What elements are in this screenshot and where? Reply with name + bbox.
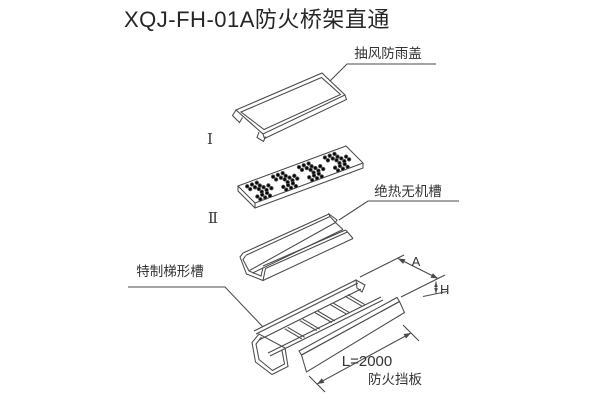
stage-marker-2: Ⅱ bbox=[208, 209, 218, 227]
tray-front-rail-bottom bbox=[269, 299, 384, 357]
h-extension-line-bottom bbox=[422, 290, 448, 298]
ladder-tray-drawing bbox=[251, 279, 406, 376]
channel-front-right-edge bbox=[345, 229, 354, 239]
ladder-rung bbox=[284, 326, 305, 340]
insulating-channel-leader-line bbox=[338, 200, 459, 221]
insulating-channel-drawing bbox=[239, 212, 354, 282]
a-dimension-line bbox=[397, 258, 439, 279]
trapezoid-channel-leader-line bbox=[128, 286, 264, 328]
length-dimension-label: L=2000 bbox=[342, 353, 392, 370]
cover-end-flap bbox=[231, 109, 243, 124]
l-dimension-line bbox=[316, 332, 412, 385]
channel-back-top-outer bbox=[242, 213, 330, 254]
insulating-channel-label: 绝热无机槽 bbox=[374, 184, 442, 199]
ladder-rung bbox=[314, 310, 336, 323]
tray-back-rail-bottom bbox=[258, 288, 362, 341]
channel-left-end-inner bbox=[242, 255, 264, 277]
diagram-linework bbox=[128, 63, 459, 393]
channel-front-top-inner bbox=[262, 229, 346, 267]
l-arrowhead-right bbox=[403, 333, 411, 339]
cover-inner-rim bbox=[239, 76, 342, 131]
perforated-plate-drawing bbox=[237, 145, 364, 209]
tray-back-rail-inner bbox=[255, 282, 359, 335]
diagram-title: XQJ-FH-01A防火桥架直通 bbox=[124, 7, 390, 32]
dimension-length bbox=[308, 324, 420, 393]
a-arrowhead-left bbox=[398, 258, 406, 264]
h-arrowhead-top bbox=[434, 281, 438, 287]
fire-baffle-drawing bbox=[298, 296, 406, 373]
dimension-width-a bbox=[359, 254, 446, 298]
channel-front-top-outer bbox=[265, 231, 348, 269]
width-dimension-label: A bbox=[412, 254, 421, 269]
l-arrowhead-left bbox=[317, 378, 325, 384]
stage-marker-1: Ⅰ bbox=[207, 130, 213, 148]
channel-floor-right-edge bbox=[335, 222, 344, 230]
tray-left-end-cap-outer bbox=[251, 333, 289, 376]
cover-leader-line bbox=[329, 63, 436, 82]
cover-label: 抽风防雨盖 bbox=[354, 46, 422, 61]
tray-left-end-cap-inner bbox=[255, 336, 286, 372]
ladder-rung bbox=[344, 294, 366, 307]
plate-holes bbox=[245, 151, 352, 202]
h-arrowhead-bottom bbox=[434, 288, 438, 294]
cover-edge-thickness bbox=[262, 94, 348, 140]
tray-back-rail-top bbox=[253, 279, 357, 332]
channel-floor-back-line bbox=[249, 222, 336, 271]
channel-right-end-cap bbox=[327, 212, 338, 224]
channel-bottom-front-edge bbox=[262, 238, 354, 281]
tray-back-rail-end-cap bbox=[355, 279, 366, 293]
cover-end-tab bbox=[256, 131, 266, 143]
tray-front-rail-top bbox=[267, 296, 382, 354]
fire-baffle-label: 防火挡板 bbox=[368, 372, 422, 387]
height-dimension-label: H bbox=[440, 282, 449, 297]
baffle-front-face bbox=[300, 300, 406, 373]
rain-cover-drawing bbox=[231, 72, 348, 143]
ladder-rung bbox=[299, 318, 320, 332]
ladder-rung bbox=[329, 302, 351, 315]
cover-outline bbox=[235, 72, 346, 135]
a-extension-line-left bbox=[359, 254, 405, 278]
channel-left-end-outer bbox=[239, 252, 267, 282]
plate-thickness bbox=[237, 163, 364, 209]
trapezoid-channel-label: 特制梯形槽 bbox=[136, 264, 204, 279]
dimension-height-h bbox=[422, 281, 448, 298]
channel-back-top-inner bbox=[245, 216, 331, 256]
a-arrowhead-right bbox=[430, 273, 438, 279]
